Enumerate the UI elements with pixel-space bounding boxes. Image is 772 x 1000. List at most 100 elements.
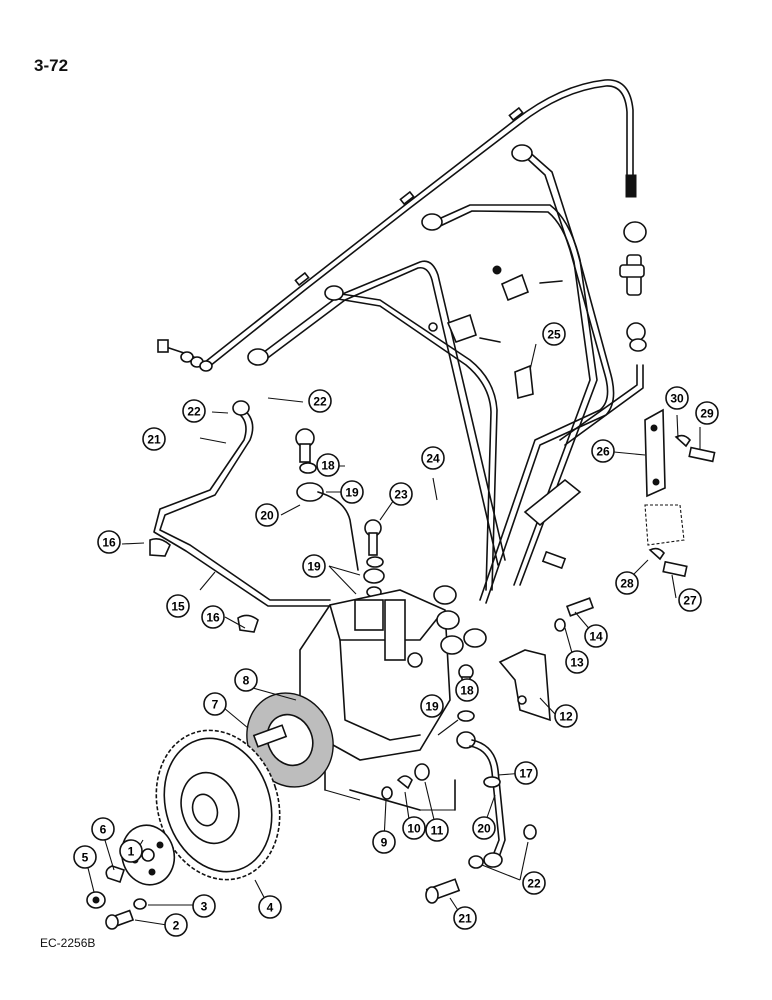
callout-25: 25 <box>542 322 566 346</box>
callout-circle <box>695 401 719 425</box>
callout-11: 11 <box>425 818 449 842</box>
callout-circle <box>192 894 216 918</box>
callout-circle <box>542 322 566 346</box>
callout-number: 18 <box>460 684 474 698</box>
callout-circle <box>472 816 496 840</box>
callout-circle <box>425 818 449 842</box>
callout-number: 22 <box>527 877 541 891</box>
callout-circle <box>665 386 689 410</box>
callout-28: 28 <box>615 571 639 595</box>
callout-5: 5 <box>73 845 97 869</box>
callout-18: 18 <box>316 453 340 477</box>
callout-number: 26 <box>596 445 610 459</box>
callout-13: 13 <box>565 650 589 674</box>
callout-circle <box>201 605 225 629</box>
injector-pipes <box>204 79 644 604</box>
mounting-gasket <box>246 692 334 788</box>
callout-23: 23 <box>389 482 413 506</box>
callout-number: 16 <box>102 536 116 550</box>
callout-29: 29 <box>695 401 719 425</box>
callout-16: 16 <box>201 605 225 629</box>
callout-30: 30 <box>665 386 689 410</box>
callout-21: 21 <box>142 427 166 451</box>
callout-number: 3 <box>201 900 208 914</box>
callout-10: 10 <box>402 816 426 840</box>
banjo-bolt-upper <box>295 428 359 571</box>
callout-number: 22 <box>313 395 327 409</box>
callout-circle <box>302 554 326 578</box>
callout-number: 19 <box>307 560 321 574</box>
callout-number: 13 <box>570 656 584 670</box>
callout-12: 12 <box>554 704 578 728</box>
figure-code: EC-2256B <box>40 936 96 950</box>
callout-number: 2 <box>173 919 180 933</box>
callout-number: 19 <box>425 700 439 714</box>
callout-number: 27 <box>683 594 697 608</box>
callout-circle <box>255 503 279 527</box>
callout-22: 22 <box>308 389 332 413</box>
callout-17: 17 <box>514 761 538 785</box>
callout-number: 8 <box>243 674 250 688</box>
callout-7: 7 <box>203 692 227 716</box>
callout-circle <box>420 694 444 718</box>
callout-20: 20 <box>255 503 279 527</box>
callout-circle <box>97 530 121 554</box>
callout-circle <box>678 588 702 612</box>
callout-number: 29 <box>700 407 714 421</box>
pipe-clips <box>428 265 582 570</box>
callout-8: 8 <box>234 668 258 692</box>
callout-6: 6 <box>91 817 115 841</box>
callout-number: 30 <box>670 392 684 406</box>
callout-26: 26 <box>591 439 615 463</box>
callout-number: 28 <box>620 577 634 591</box>
callout-circle <box>522 871 546 895</box>
callout-number: 18 <box>321 459 335 473</box>
callout-3: 3 <box>192 894 216 918</box>
callout-27: 27 <box>678 588 702 612</box>
callout-4: 4 <box>258 895 282 919</box>
callout-circle <box>203 692 227 716</box>
callout-circle <box>166 594 190 618</box>
callout-circle <box>453 906 477 930</box>
callout-number: 20 <box>477 822 491 836</box>
callout-16: 16 <box>97 530 121 554</box>
callout-19: 19 <box>420 694 444 718</box>
callout-number: 10 <box>407 822 421 836</box>
callout-circle <box>234 668 258 692</box>
callout-22: 22 <box>522 871 546 895</box>
callout-circle <box>142 427 166 451</box>
callout-circle <box>340 480 364 504</box>
callout-18: 18 <box>455 678 479 702</box>
callout-circle <box>455 678 479 702</box>
callout-24: 24 <box>421 446 445 470</box>
callout-number: 11 <box>431 824 444 838</box>
callout-number: 22 <box>187 405 201 419</box>
callout-number: 20 <box>260 509 274 523</box>
callout-number: 24 <box>426 452 440 466</box>
callout-circle <box>389 482 413 506</box>
callout-2: 2 <box>164 913 188 937</box>
callout-circle <box>182 399 206 423</box>
callout-number: 17 <box>519 767 533 781</box>
callout-circle <box>591 439 615 463</box>
drive-gear <box>155 729 281 881</box>
callout-9: 9 <box>372 830 396 854</box>
callout-circle <box>421 446 445 470</box>
callout-20: 20 <box>472 816 496 840</box>
callout-number: 5 <box>82 851 89 865</box>
callout-22: 22 <box>182 399 206 423</box>
callout-number: 19 <box>345 486 359 500</box>
callout-circle <box>514 761 538 785</box>
callout-19: 19 <box>302 554 326 578</box>
t-fitting <box>619 221 647 352</box>
page-number: 3-72 <box>34 56 69 75</box>
callout-number: 23 <box>394 488 408 502</box>
callout-15: 15 <box>166 594 190 618</box>
delivery-valves <box>433 585 487 655</box>
callout-circle <box>164 913 188 937</box>
callout-number: 21 <box>458 912 472 926</box>
callout-circle <box>316 453 340 477</box>
callout-number: 6 <box>100 823 107 837</box>
